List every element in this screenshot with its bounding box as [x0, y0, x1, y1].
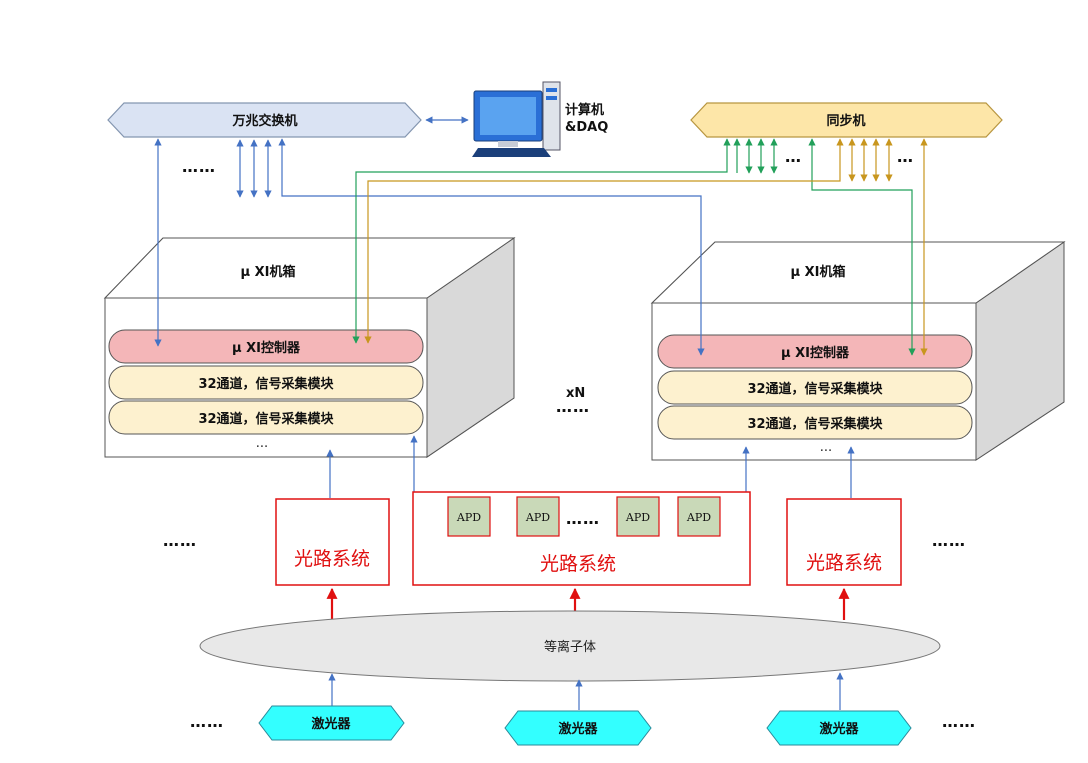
computer-label: 计算机: [565, 102, 604, 118]
sync-to-controllers-gold: [364, 138, 928, 356]
laser-3: 激光器: [766, 710, 912, 746]
crate-ellipsis: ……: [556, 397, 590, 416]
switch-ellipsis: ……: [182, 157, 216, 176]
lasers-to-plasma: [328, 672, 844, 710]
crate-left-more: ...: [256, 436, 268, 451]
crate-right-controller: μ XI控制器: [781, 345, 850, 361]
crate-left-title: μ XI机箱: [241, 264, 296, 280]
laser-1-label: 激光器: [311, 716, 351, 732]
crate-right-title: μ XI机箱: [791, 264, 846, 280]
apd-3: APD: [625, 511, 650, 524]
crate-left-module-1: 32通道，信号采集模块: [198, 376, 334, 392]
crate-right-module-2: 32通道，信号采集模块: [747, 416, 883, 432]
crate-left: μ XI机箱 μ XI控制器 32通道，信号采集模块 32通道，信号采集模块 .…: [103, 237, 516, 458]
sync-label: 同步机: [826, 113, 865, 129]
plasma-ellipse: 等离子体: [199, 610, 941, 682]
crate-multiplier: xN: [566, 386, 585, 401]
optics-center: APD APD …… APD APD 光路系统: [412, 491, 751, 586]
computer-icon: [472, 81, 561, 157]
crate-left-controller: μ XI控制器: [232, 340, 301, 356]
sync-downlinks-green: [733, 138, 778, 174]
laser-3-label: 激光器: [819, 721, 859, 737]
laser-2: 激光器: [504, 710, 652, 746]
optics-left-label: 光路系统: [294, 548, 370, 570]
optics-right-ellipsis: ……: [932, 531, 966, 550]
switch-label: 万兆交换机: [231, 113, 297, 129]
lasers-right-ellipsis: ……: [942, 712, 976, 731]
plasma-to-optics: [326, 587, 850, 620]
crate-right: μ XI机箱 μ XI控制器 32通道，信号采集模块 32通道，信号采集模块 .…: [650, 241, 1066, 461]
apd-ellipsis: ……: [566, 509, 600, 528]
optics-left-ellipsis: ……: [163, 531, 197, 550]
optics-left: 光路系统: [275, 498, 390, 586]
apd-2: APD: [525, 511, 550, 524]
laser-2-label: 激光器: [558, 721, 598, 737]
sync-node: 同步机: [690, 102, 1003, 138]
lasers-left-ellipsis: ……: [190, 712, 224, 731]
apd-4: APD: [686, 511, 711, 524]
sync-green-ellipsis: …: [785, 147, 802, 166]
optics-right-label: 光路系统: [806, 552, 882, 574]
apd-1: APD: [456, 511, 481, 524]
crate-right-more: ...: [820, 440, 832, 455]
plasma-label: 等离子体: [544, 639, 596, 655]
laser-1: 激光器: [258, 705, 405, 741]
computer-label-daq: &DAQ: [565, 120, 608, 135]
optics-right: 光路系统: [786, 498, 902, 586]
crate-left-module-2: 32通道，信号采集模块: [198, 411, 334, 427]
crate-right-module-1: 32通道，信号采集模块: [747, 381, 883, 397]
optics-center-label: 光路系统: [540, 553, 616, 575]
sync-downlinks-gold: [848, 138, 893, 182]
switch-node: 万兆交换机: [107, 102, 422, 138]
sync-gold-ellipsis: …: [897, 147, 914, 166]
optics-to-crates: [326, 435, 855, 498]
switch-downlinks: [236, 139, 272, 198]
